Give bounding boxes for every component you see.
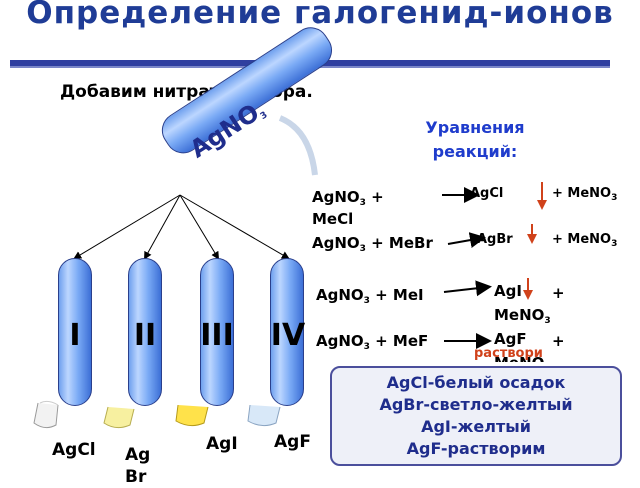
equation-4-rest-plus: + — [552, 332, 565, 350]
salt-label-agbr-text: AgBr — [125, 445, 151, 487]
precipitate-agi — [175, 404, 209, 427]
equation-1-rest: + MeNO3 — [552, 186, 618, 203]
precipitate-agbr — [103, 406, 135, 429]
equation-4-left: AgNO3 + MeF — [316, 332, 429, 352]
tube-label-2: II — [133, 318, 157, 353]
equation-3-rest-sub: 3 — [544, 316, 551, 326]
equation-3-subscript: 3 — [363, 296, 370, 306]
equation-1-rest-text: + MeNO — [552, 186, 612, 201]
equation-2-left: AgNO3 + MeBr — [312, 234, 433, 254]
tube-label-4: IV — [270, 318, 306, 353]
test-tube-1 — [58, 258, 92, 406]
results-box: AgCl-белый осадок AgBr-светло-желтый AgI… — [330, 366, 622, 466]
equation-2-salt: + MeBr — [365, 234, 433, 252]
equation-4-rest: + MeNO — [494, 330, 584, 362]
precipitate-arrow-agcl — [537, 182, 547, 210]
equation-3-salt: + MeI — [369, 286, 424, 304]
precipitate-agcl — [33, 400, 59, 429]
result-agcl: AgCl-белый осадок — [386, 373, 566, 392]
test-tube-3 — [200, 258, 234, 406]
equation-2-rest: + MeNO3 — [552, 232, 618, 249]
precipitate-arrow-agbr — [527, 224, 537, 244]
reagent-tube-highlight — [278, 115, 318, 176]
equation-4-subscript: 3 — [363, 342, 370, 352]
equation-1-plus: + — [365, 188, 384, 206]
precipitate-agf — [247, 404, 281, 427]
equation-4-reagent: AgNO — [316, 332, 364, 350]
equation-1-product: AgCl — [470, 186, 504, 201]
equations-heading: Уравнения реакций: — [400, 116, 550, 164]
equation-1-subscript: 3 — [359, 198, 366, 208]
equation-1-rest-sub: 3 — [611, 193, 618, 203]
equation-1-salt: MeCl — [312, 210, 354, 228]
salt-label-agi: AgI — [206, 434, 238, 454]
result-agf: AgF-растворим — [406, 439, 546, 458]
soluble-note: раствори — [474, 346, 543, 361]
equation-2-subscript: 3 — [359, 244, 366, 254]
equation-3-left: AgNO3 + MeI — [316, 286, 424, 306]
equation-3-rest: + MeNO3 — [494, 282, 584, 326]
equation-1-reagent: AgNO — [312, 188, 360, 206]
equations-heading-line2: реакций: — [432, 142, 518, 161]
equation-4-product: AgF — [494, 330, 527, 348]
salt-label-agf: AgF — [274, 432, 311, 452]
tube-label-1: I — [69, 318, 81, 353]
result-agbr: AgBr-светло-желтый — [379, 395, 573, 414]
equations-heading-line1: Уравнения — [425, 118, 525, 137]
equation-2-product: AgBr — [477, 232, 513, 247]
equation-4-salt: + MeF — [369, 332, 429, 350]
precipitate-tubes — [33, 400, 281, 429]
equation-2-reagent: AgNO — [312, 234, 360, 252]
test-tube-4 — [270, 258, 304, 406]
equation-3-rest-plus: + — [552, 284, 565, 302]
equation-3-rest-text: MeNO — [494, 306, 545, 324]
equation-3-reagent: AgNO — [316, 286, 364, 304]
test-tube-2 — [128, 258, 162, 406]
result-agi: AgI-желтый — [421, 417, 531, 436]
salt-label-agbr: AgBr — [125, 444, 163, 488]
equation-2-rest-text: + MeNO — [552, 232, 612, 247]
equation-3-product: AgI — [494, 282, 522, 300]
precipitate-arrow-agi — [523, 278, 533, 300]
tube-label-3: III — [200, 318, 234, 353]
equation-4-rest-text: MeNO — [494, 354, 544, 362]
salt-label-agcl: AgCl — [52, 440, 96, 460]
equation-1-left: AgNO3 + MeCl — [312, 186, 422, 230]
equation-2-rest-sub: 3 — [611, 239, 618, 249]
page-title: Определение галогенид-ионов — [26, 0, 614, 31]
